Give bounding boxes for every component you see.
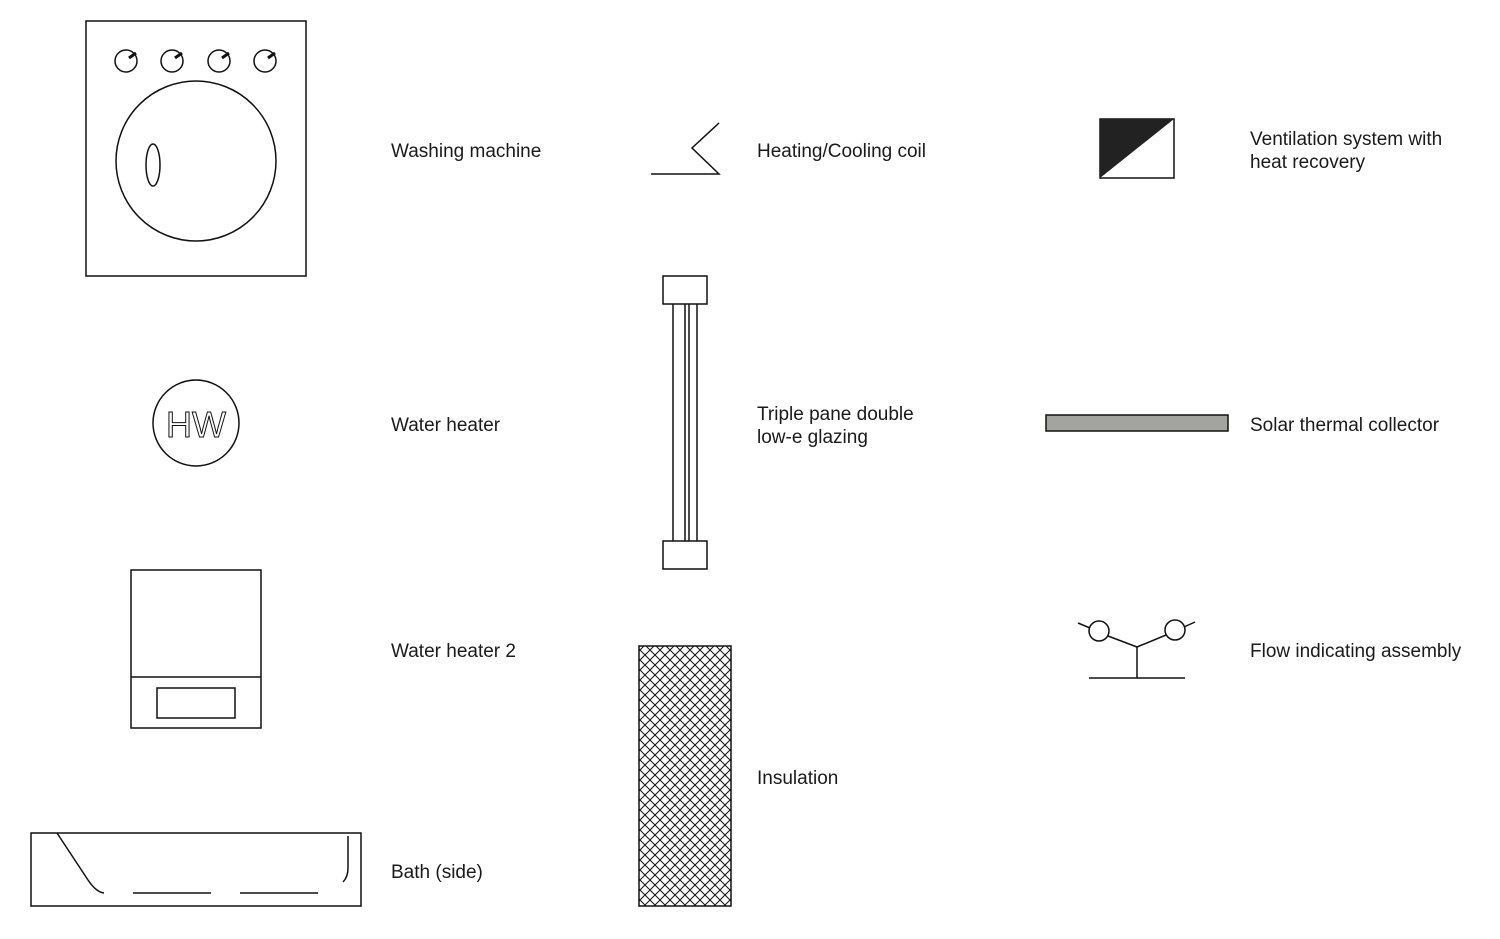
triple-pane-label-line1: Triple pane double bbox=[757, 404, 914, 425]
washing-machine-label: Washing machine bbox=[391, 141, 542, 162]
solar-thermal-collector-label: Solar thermal collector bbox=[1250, 415, 1440, 436]
ventilation-label-line1: Ventilation system with bbox=[1250, 129, 1443, 150]
ventilation-label-line2: heat recovery bbox=[1250, 152, 1366, 173]
heating-cooling-coil-icon[interactable] bbox=[651, 122, 721, 175]
flow-indicating-assembly-icon[interactable] bbox=[1077, 619, 1196, 679]
heating-cooling-coil-label: Heating/Cooling coil bbox=[757, 141, 926, 162]
insulation-icon[interactable] bbox=[638, 645, 732, 907]
bath-side-label: Bath (side) bbox=[391, 862, 483, 883]
washing-machine-icon[interactable] bbox=[85, 20, 307, 277]
solar-thermal-collector-icon[interactable] bbox=[1045, 414, 1229, 432]
triple-pane-glazing-icon[interactable] bbox=[662, 275, 708, 570]
insulation-label: Insulation bbox=[757, 768, 839, 789]
water-heater-2-label: Water heater 2 bbox=[391, 641, 516, 662]
ventilation-heat-recovery-icon[interactable] bbox=[1099, 118, 1175, 179]
triple-pane-label-line2: low-e glazing bbox=[757, 427, 868, 448]
water-heater-icon[interactable]: HW bbox=[152, 379, 240, 467]
water-heater-2-icon[interactable] bbox=[130, 569, 262, 729]
svg-text:HW: HW bbox=[166, 404, 226, 445]
water-heater-label: Water heater bbox=[391, 415, 501, 436]
bath-side-icon[interactable] bbox=[30, 832, 362, 907]
flow-indicating-assembly-label: Flow indicating assembly bbox=[1250, 641, 1462, 662]
